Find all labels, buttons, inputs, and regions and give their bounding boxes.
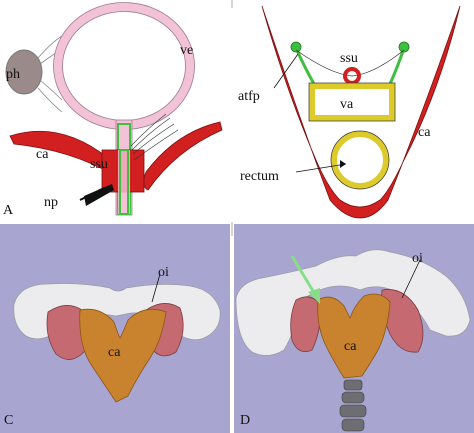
vagina-box xyxy=(309,83,395,121)
panel-a: ph ve ca ssu np A xyxy=(3,2,223,218)
pointer-atfp xyxy=(273,53,299,89)
panel-d: oi ca D xyxy=(234,224,474,433)
needle-shape xyxy=(84,184,114,206)
panel-b: ssu atfp va ca rectum xyxy=(238,5,461,219)
label-ca-c: ca xyxy=(108,345,121,360)
label-ca-d: ca xyxy=(344,339,357,354)
pointer-oi-d xyxy=(401,259,421,299)
label-oi-c: oi xyxy=(158,265,169,280)
panel-letter-a: A xyxy=(3,203,14,218)
label-ca-a: ca xyxy=(36,147,49,162)
ligament-lines xyxy=(37,35,63,113)
label-oi-d: oi xyxy=(412,251,423,266)
muscle-right-shape xyxy=(143,121,223,191)
ca-muscle-c xyxy=(79,308,167,403)
panel-c: oi ca C xyxy=(0,224,230,433)
label-rectum: rectum xyxy=(240,169,279,184)
suture-threads xyxy=(130,113,179,161)
oi-left-d xyxy=(290,296,321,353)
label-va: va xyxy=(340,97,354,112)
pubic-bone-shape xyxy=(5,49,43,95)
label-atfp: atfp xyxy=(238,89,260,104)
pelvic-ring-shape xyxy=(53,2,195,130)
pointer-oi-c xyxy=(151,273,161,303)
levator-u-shape xyxy=(261,5,461,219)
coccyx-shape xyxy=(339,379,367,432)
fascia-node-left xyxy=(290,41,302,53)
pointer-rectum xyxy=(295,163,347,173)
label-ve: ve xyxy=(180,43,193,58)
green-arrow-head xyxy=(308,288,320,304)
fascia-node-right xyxy=(398,41,410,53)
label-ca-b: ca xyxy=(418,125,431,140)
oi-left-c xyxy=(46,305,88,360)
rectum-ring xyxy=(331,131,389,189)
pelvic-bone-d xyxy=(235,249,471,356)
label-np: np xyxy=(44,195,58,210)
ca-muscle-d xyxy=(317,293,391,379)
panel-letter-c: C xyxy=(4,413,13,428)
label-ssu-a: ssu xyxy=(90,157,108,172)
label-ph: ph xyxy=(6,67,20,82)
label-ssu-b: ssu xyxy=(340,51,358,66)
panel-letter-d: D xyxy=(240,413,250,428)
green-arrow xyxy=(290,255,318,297)
